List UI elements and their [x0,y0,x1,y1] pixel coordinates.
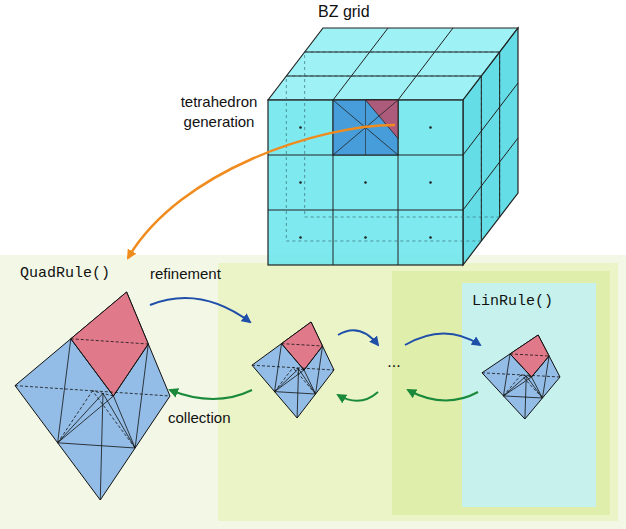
arrow-label: collection [168,408,231,428]
bz-grid-cube [268,28,518,265]
level-panel [392,271,610,515]
refinement-arrow [338,330,378,345]
collection-arrow [170,390,252,399]
tetrahedron [482,335,560,419]
level-panel [218,263,618,521]
label-holder: tetrahedron generation [160,92,278,131]
label-holder: ... [378,352,410,373]
tetrahedron [15,292,170,500]
grid-title: BZ grid [318,2,370,23]
ellipsis: ... [387,352,400,373]
label-holder: refinement [150,264,260,284]
arrow-label: refinement [150,264,221,284]
label-holder: collection [168,408,278,428]
collection-arrow [408,390,478,401]
arrow-label: tetrahedron generation [160,92,278,131]
label-holder: BZ grid [318,2,438,23]
rule-name: QuadRule() [20,265,110,282]
refinement-arrow [150,298,250,322]
tetrahedron [252,322,334,418]
collection-arrow [338,392,378,401]
rule-name: LinRule() [472,293,553,310]
refinement-arrow [405,334,480,346]
generation-arrow [128,125,395,258]
